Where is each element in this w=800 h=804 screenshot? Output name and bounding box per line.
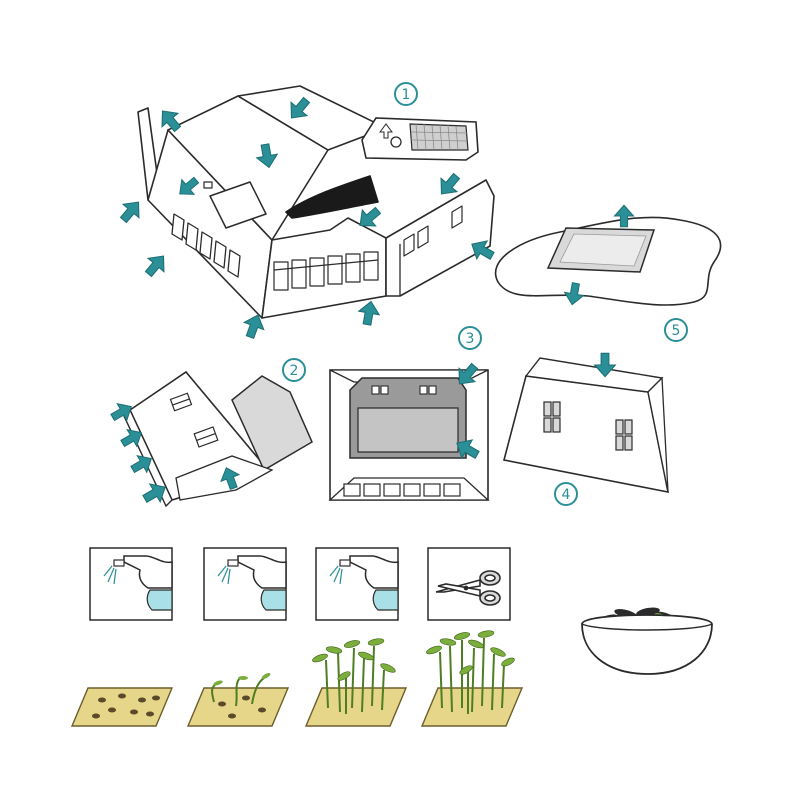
step-5-seed-sheet: 5 bbox=[494, 204, 722, 342]
right-wall-windows bbox=[403, 205, 463, 257]
scissors-icon bbox=[435, 570, 501, 606]
roof-latch bbox=[203, 181, 213, 189]
step-1-unfolded-box bbox=[137, 85, 495, 319]
step-number-3: 3 bbox=[458, 326, 482, 350]
step-number-label: 2 bbox=[290, 363, 299, 379]
roof-window bbox=[209, 181, 267, 229]
front-facade-windows bbox=[273, 251, 379, 291]
spray-panel-1 bbox=[89, 547, 173, 621]
spray-bottle-icon bbox=[217, 555, 287, 611]
step-number-5: 5 bbox=[664, 318, 688, 342]
teal-arrow-icon bbox=[613, 204, 635, 228]
teal-arrow-icon bbox=[562, 281, 586, 307]
step-number-label: 1 bbox=[402, 87, 411, 103]
spray-panel-2 bbox=[203, 547, 287, 621]
care-instructions-row bbox=[89, 547, 511, 621]
step-number-label: 4 bbox=[562, 487, 571, 503]
step-3-inserting-house: 3 bbox=[328, 326, 490, 501]
teal-arrow-icon bbox=[139, 248, 173, 282]
sponge-growing bbox=[304, 638, 408, 727]
right-wall bbox=[385, 179, 495, 297]
spray-bottle-icon bbox=[329, 555, 399, 611]
teal-arrow-icon bbox=[356, 299, 382, 327]
sponge-harvest bbox=[420, 630, 524, 727]
sponge-sprouting bbox=[186, 672, 290, 727]
salad-bowl-icon bbox=[581, 607, 713, 675]
step-number-2: 2 bbox=[282, 358, 306, 382]
scissors-panel bbox=[427, 547, 511, 621]
water-reservoir-tray bbox=[361, 117, 479, 161]
step-number-label: 5 bbox=[672, 323, 681, 339]
step-number-4: 4 bbox=[554, 482, 578, 506]
growth-stages-row bbox=[70, 630, 524, 727]
step-number-1: 1 bbox=[394, 82, 418, 106]
step-number-label: 3 bbox=[466, 331, 475, 347]
teal-arrow-icon bbox=[114, 194, 148, 228]
spray-bottle-icon bbox=[103, 555, 173, 611]
step-4-closing-roof: 4 bbox=[503, 352, 670, 506]
sponge-seeds bbox=[70, 687, 174, 727]
spray-panel-3 bbox=[315, 547, 399, 621]
left-wall-windows bbox=[171, 213, 241, 278]
seed-paper-sheet bbox=[285, 175, 379, 219]
step-2-folding: 2 bbox=[107, 358, 313, 509]
